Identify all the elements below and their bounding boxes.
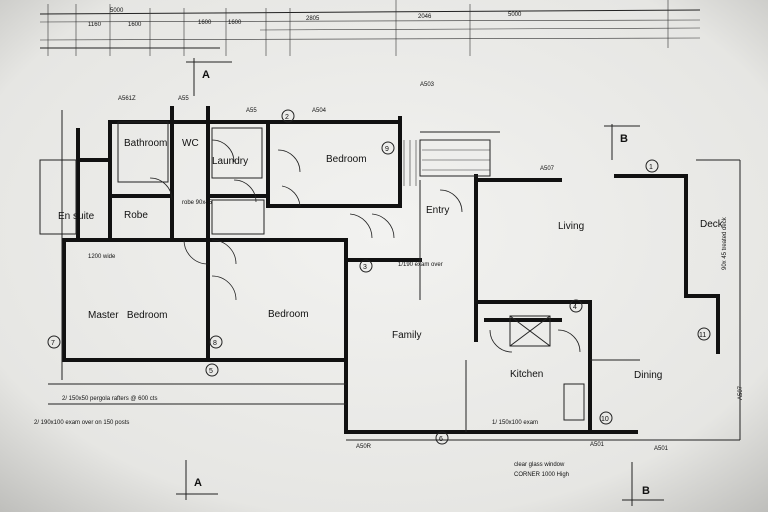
room-label-ensuite: En suite — [58, 211, 95, 222]
marker-7: 7 — [47, 335, 61, 349]
svg-text:1: 1 — [649, 164, 653, 171]
marker-8: 8 — [209, 335, 223, 349]
dim-top-7: 1600 — [198, 20, 212, 26]
room-label-bedroom-mid: Bedroom — [268, 309, 309, 320]
room-labels: Bathroom WC Laundry Bedroom En suite Rob… — [58, 138, 724, 381]
level-tag-8: A50R — [356, 444, 372, 450]
note-beam: 2/ 190x100 exam over on 150 posts — [34, 420, 129, 426]
room-label-bedroom-top: Bedroom — [326, 154, 367, 165]
level-tag-5: A503 — [420, 82, 435, 88]
marker-2: 2 — [281, 109, 295, 123]
level-tag-7: A501 — [654, 446, 669, 452]
room-label-kitchen: Kitchen — [510, 369, 543, 380]
note-lintel: 2/ 150x50 pergola rafters @ 600 cts — [62, 396, 157, 402]
room-label-dining: Dining — [634, 370, 662, 381]
dim-top-8: 1600 — [228, 20, 242, 26]
svg-text:9: 9 — [385, 146, 389, 153]
note-kitchen: 1/ 150x100 exam — [492, 420, 538, 426]
room-label-master-bedroom: Master Bedroom — [88, 310, 167, 321]
note-deck: 90x 45 treated deck — [722, 216, 728, 270]
level-tag-10: A507 — [738, 385, 744, 400]
dim-top-5: 1160 — [88, 22, 102, 28]
dim-top-3: 2046 — [418, 14, 432, 20]
marker-5: 5 — [205, 363, 219, 377]
dim-top-4: 5000 — [508, 12, 522, 18]
entry-steps — [403, 139, 490, 186]
dim-top-1: 5000 — [110, 8, 124, 14]
marker-1: 1 — [645, 159, 659, 173]
level-tag-3: A55 — [246, 108, 257, 114]
marker-11: 11 — [697, 327, 711, 341]
room-label-deck: Deck — [700, 219, 724, 230]
section-marker-b-bottom: B — [622, 462, 664, 506]
room-label-robe: Robe — [124, 210, 148, 221]
note-bed: 1200 wide — [88, 254, 116, 260]
svg-text:B: B — [642, 485, 650, 497]
svg-text:6: 6 — [439, 436, 443, 443]
marker-9: 9 — [381, 141, 395, 155]
svg-text:A: A — [194, 477, 202, 489]
dim-top-2: 2805 — [306, 16, 320, 22]
note-robe: robe 90x45 — [182, 200, 213, 206]
note-family: 1/190 exam over — [398, 262, 443, 268]
level-tags: A561Z A55 A55 A504 A503 A507 A501 A50R A… — [118, 82, 744, 452]
svg-text:4: 4 — [573, 304, 577, 311]
section-marker-b-top: B — [604, 124, 640, 160]
svg-text:11: 11 — [699, 332, 706, 339]
construction-notes: clear glass window CORNER 1000 High 2/ 1… — [34, 200, 728, 478]
walls — [62, 106, 720, 434]
marker-4: 4 — [569, 299, 583, 313]
level-tag-2: A55 — [178, 96, 189, 102]
section-marker-a-top: A — [186, 58, 232, 96]
room-label-wc: WC — [182, 138, 199, 149]
room-label-bathroom: Bathroom — [124, 138, 167, 149]
section-marker-a-bottom: A — [176, 460, 218, 500]
door-swings — [149, 139, 581, 353]
svg-text:A: A — [202, 69, 210, 81]
marker-10: 10 — [599, 411, 613, 425]
room-label-living: Living — [558, 221, 584, 232]
level-tag-4: A504 — [312, 108, 327, 114]
note-window-2: CORNER 1000 High — [514, 472, 569, 478]
svg-text:3: 3 — [363, 264, 367, 271]
svg-text:B: B — [620, 133, 628, 145]
outline-lines — [39, 110, 741, 441]
level-tag-9: A501 — [590, 442, 605, 448]
level-tag-6: A507 — [540, 166, 555, 172]
top-dimension-lines: 5000 2805 2046 5000 1160 1600 1600 1600 — [39, 0, 701, 56]
svg-text:8: 8 — [213, 340, 217, 347]
svg-text:5: 5 — [209, 368, 213, 375]
room-label-family: Family — [392, 330, 421, 341]
room-label-laundry: Laundry — [212, 156, 248, 167]
svg-text:2: 2 — [285, 114, 289, 121]
svg-text:10: 10 — [601, 416, 609, 423]
marker-6: 6 — [435, 431, 449, 445]
marker-3: 3 — [359, 259, 373, 273]
reference-markers: 1 2 3 4 5 6 7 8 9 10 11 — [47, 109, 711, 445]
note-window: clear glass window — [514, 462, 565, 468]
level-tag-1: A561Z — [118, 96, 136, 102]
svg-text:7: 7 — [51, 340, 55, 347]
room-label-entry: Entry — [426, 205, 449, 216]
dim-top-6: 1600 — [128, 22, 142, 28]
